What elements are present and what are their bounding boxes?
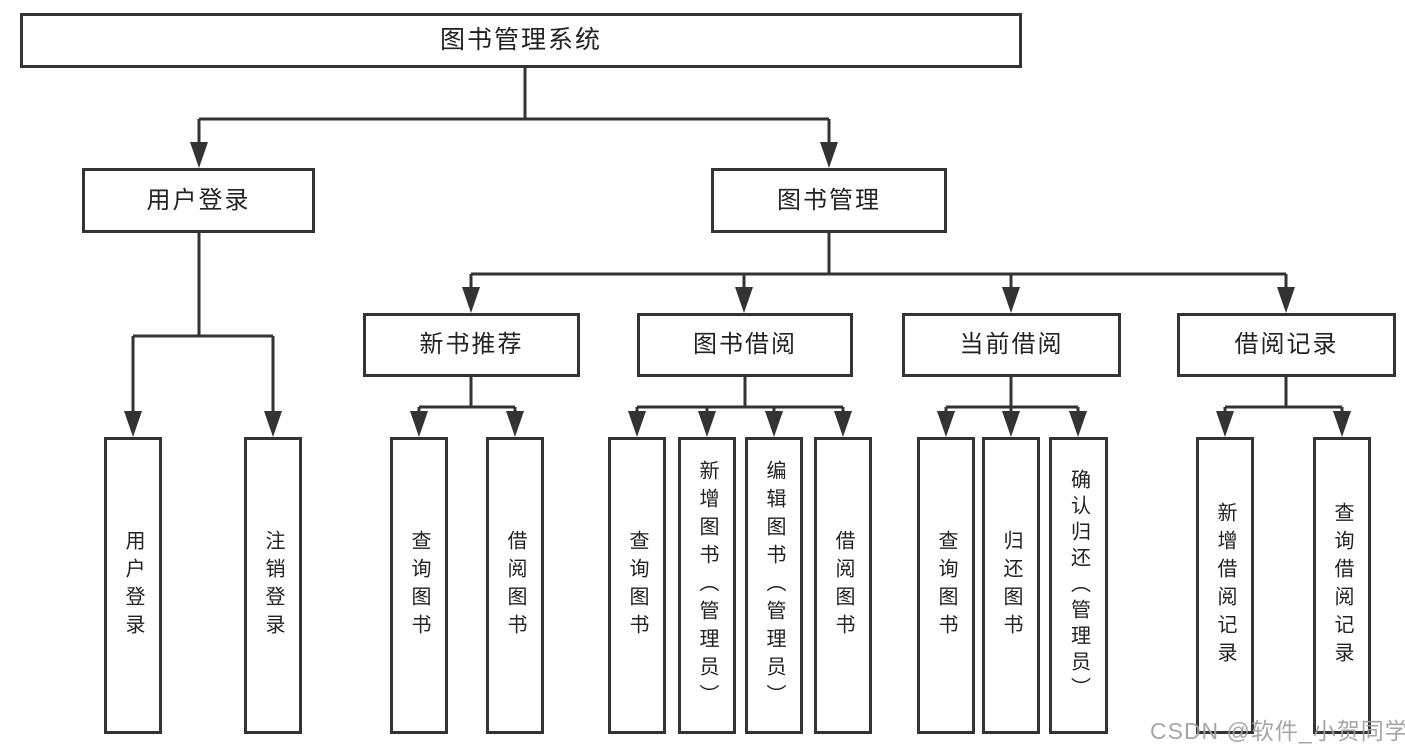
- node-current-borrow: 当前借阅: [902, 313, 1121, 377]
- arrow-icon: [124, 411, 142, 437]
- leaf-borrow-query-books: 查询图书: [608, 437, 666, 734]
- leaf-confirm-return-admin: 确认归还（管理员）: [1049, 437, 1108, 734]
- leaf-borrow-borrow-books: 借阅图书: [814, 437, 872, 734]
- arrow-icon: [628, 411, 646, 437]
- leaf-recommend-borrow-books: 借阅图书: [486, 437, 544, 734]
- arrow-icon: [506, 411, 524, 437]
- leaf-edit-book-admin: 编辑图书（管理员）: [745, 437, 803, 734]
- arrow-icon: [820, 142, 838, 168]
- node-book-borrow: 图书借阅: [637, 313, 853, 377]
- leaf-recommend-query-books: 查询图书: [390, 437, 448, 734]
- arrow-icon: [410, 411, 428, 437]
- arrow-icon: [1333, 411, 1351, 437]
- arrow-icon: [698, 411, 716, 437]
- leaf-add-borrow-record: 新增借阅记录: [1196, 437, 1254, 734]
- node-user-login: 用户登录: [82, 168, 315, 233]
- node-book-management: 图书管理: [711, 168, 947, 233]
- arrow-icon: [1002, 287, 1020, 313]
- arrow-icon: [834, 411, 852, 437]
- node-borrow-records: 借阅记录: [1177, 313, 1396, 377]
- arrow-icon: [735, 287, 753, 313]
- arrow-icon: [1002, 411, 1020, 437]
- arrowheads: [124, 142, 1351, 437]
- leaf-return-book: 归还图书: [982, 437, 1040, 734]
- arrow-icon: [264, 411, 282, 437]
- arrow-icon: [462, 287, 480, 313]
- leaf-add-book-admin: 新增图书（管理员）: [678, 437, 736, 734]
- arrow-icon: [1216, 411, 1234, 437]
- arrow-icon: [1277, 287, 1295, 313]
- arrow-icon: [190, 142, 208, 168]
- node-root-library-system: 图书管理系统: [20, 13, 1022, 68]
- leaf-query-borrow-record: 查询借阅记录: [1313, 437, 1371, 734]
- leaf-current-query-books: 查询图书: [917, 437, 975, 734]
- arrow-icon: [937, 411, 955, 437]
- leaf-user-login: 用户登录: [104, 437, 162, 734]
- csdn-watermark: CSDN @软件_小贺同学: [1150, 718, 1405, 744]
- leaf-logout: 注销登录: [244, 437, 302, 734]
- arrow-icon: [1069, 411, 1087, 437]
- arrow-icon: [765, 411, 783, 437]
- node-new-book-recommend: 新书推荐: [363, 313, 580, 377]
